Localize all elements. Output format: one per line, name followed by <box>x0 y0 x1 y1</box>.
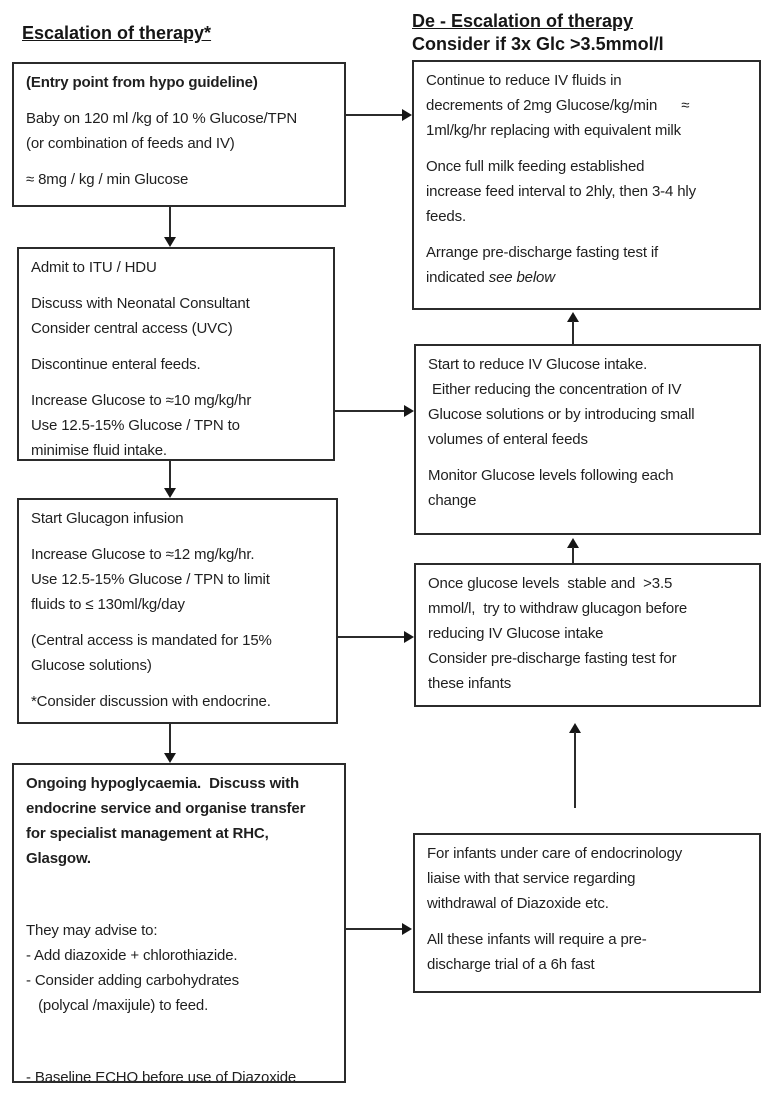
text-line: withdrawal of Diazoxide etc. <box>427 895 609 912</box>
withdraw-glucagon-box: Once glucose levels stable and >3.5 mmol/… <box>414 563 761 707</box>
text-line: Consider central access (UVC) <box>31 320 233 337</box>
text-line: feeds. <box>426 208 466 225</box>
text-line: Ongoing hypoglycaemia. Discuss with <box>26 775 299 792</box>
escalation-heading-text: Escalation of therapy* <box>22 23 212 43</box>
paragraph: Ongoing hypoglycaemia. Discuss with endoc… <box>26 771 334 871</box>
text-line: mmol/l, try to withdraw glucagon before <box>428 600 688 617</box>
text-line: (polycal /maxijule) to feed. <box>26 997 209 1014</box>
text-line: - Consider adding carbohydrates <box>26 972 239 989</box>
paragraph: Arrange pre-discharge fasting test if ind… <box>426 240 749 290</box>
paragraph: For infants under care of endocrinology l… <box>427 841 749 916</box>
text-line <box>26 882 334 907</box>
text-line: Baby on 120 ml /kg of 10 % Glucose/TPN <box>26 110 298 127</box>
text-line: Glasgow. <box>26 850 91 867</box>
text-line: Monitor Glucose levels following each <box>428 467 674 484</box>
text-line: Start Glucagon infusion <box>31 510 184 527</box>
paragraph: Start to reduce IV Glucose intake. Eithe… <box>428 352 749 452</box>
escalation-heading: Escalation of therapy* <box>22 22 211 45</box>
text-line: Glucose solutions or by introducing smal… <box>428 406 695 423</box>
entry-point-box: (Entry point from hypo guideline) Baby on… <box>12 62 346 207</box>
endocrinology-withdrawal-box: For infants under care of endocrinology l… <box>413 833 761 993</box>
text-line: All these infants will require a pre- <box>427 931 647 948</box>
paragraph: Once full milk feeding established increa… <box>426 154 749 229</box>
text-line: Admit to ITU / HDU <box>31 259 157 276</box>
paragraph: Admit to ITU / HDU <box>31 255 323 280</box>
text-line: increase feed interval to 2hly, then 3-4… <box>426 183 696 200</box>
text-line: Continue to reduce IV fluids in <box>426 72 622 89</box>
text-line: Increase Glucose to ≈12 mg/kg/hr. <box>31 546 255 563</box>
paragraph: (Central access is mandated for 15% Gluco… <box>31 628 326 678</box>
text-line: fluids to ≤ 130ml/kg/day <box>31 596 185 613</box>
text-line: 1ml/kg/hr replacing with equivalent milk <box>426 122 681 139</box>
paragraph: - Baseline ECHO before use of Diazoxide <box>26 1065 334 1083</box>
paragraph <box>26 1029 334 1054</box>
paragraph: ≈ 8mg / kg / min Glucose <box>26 167 334 192</box>
de-escalation-heading-line1: De - Escalation of therapy <box>412 11 634 31</box>
text-line: Once glucose levels stable and >3.5 <box>428 575 673 592</box>
admit-itu-box: Admit to ITU / HDU Discuss with Neonatal … <box>17 247 335 461</box>
text-line: for specialist management at RHC, <box>26 825 269 842</box>
reduce-iv-glucose-box: Start to reduce IV Glucose intake. Eithe… <box>414 344 761 535</box>
text-line: these infants <box>428 675 512 692</box>
paragraph: Start Glucagon infusion <box>31 506 326 531</box>
text-line: Start to reduce IV Glucose intake. <box>428 356 648 373</box>
text-line: Discuss with Neonatal Consultant <box>31 295 250 312</box>
reduce-iv-fluids-box: Continue to reduce IV fluids in decrement… <box>412 60 761 310</box>
paragraph: Monitor Glucose levels following each cha… <box>428 463 749 513</box>
text-line: discharge trial of a 6h fast <box>427 956 595 973</box>
text-line: Glucose solutions) <box>31 657 152 674</box>
text-line: ≈ 8mg / kg / min Glucose <box>26 171 189 188</box>
de-escalation-heading-line2: Consider if 3x Glc >3.5mmol/l <box>412 34 664 54</box>
text-line: (Central access is mandated for 15% <box>31 632 272 649</box>
paragraph: Continue to reduce IV fluids in decrement… <box>426 68 749 143</box>
paragraph: Discontinue enteral feeds. <box>31 352 323 377</box>
text-line: change <box>428 492 477 509</box>
text-line: (Entry point from hypo guideline) <box>26 74 258 91</box>
paragraph: Once glucose levels stable and >3.5 mmol/… <box>428 571 749 696</box>
text-line: For infants under care of endocrinology <box>427 845 683 862</box>
text-line: Arrange pre-discharge fasting test if <box>426 244 659 261</box>
text-line: liaise with that service regarding <box>427 870 636 887</box>
text-line: Consider pre-discharge fasting test for <box>428 650 677 667</box>
text-line: Once full milk feeding established <box>426 158 645 175</box>
paragraph: *Consider discussion with endocrine. <box>31 689 326 714</box>
text-line: minimise fluid intake. <box>31 442 167 459</box>
text-line: decrements of 2mg Glucose/kg/min ≈ <box>426 97 690 114</box>
transfer-rhc-box: Ongoing hypoglycaemia. Discuss with endoc… <box>12 763 346 1083</box>
text-line: endocrine service and organise transfer <box>26 800 306 817</box>
paragraph: Baby on 120 ml /kg of 10 % Glucose/TPN (o… <box>26 106 334 156</box>
paragraph <box>26 882 334 907</box>
text-line: Either reducing the concentration of IV <box>428 381 682 398</box>
paragraph: (Entry point from hypo guideline) <box>26 70 334 95</box>
paragraph: They may advise to: - Add diazoxide + chl… <box>26 918 334 1018</box>
text-line: - Add diazoxide + chlorothiazide. <box>26 947 238 964</box>
text-line: Use 12.5-15% Glucose / TPN to limit <box>31 571 270 588</box>
text-line: Increase Glucose to ≈10 mg/kg/hr <box>31 392 252 409</box>
text-line: indicated see below <box>426 269 555 286</box>
text-line: - Baseline ECHO before use of Diazoxide <box>26 1069 297 1083</box>
text-line: *Consider discussion with endocrine. <box>31 693 271 710</box>
text-line: Use 12.5-15% Glucose / TPN to <box>31 417 240 434</box>
text-line: reducing IV Glucose intake <box>428 625 604 642</box>
text-line <box>26 1029 334 1054</box>
paragraph: All these infants will require a pre-dis… <box>427 927 749 977</box>
text-line: Discontinue enteral feeds. <box>31 356 201 373</box>
paragraph: Increase Glucose to ≈12 mg/kg/hr. Use 12.… <box>31 542 326 617</box>
text-line: volumes of enteral feeds <box>428 431 588 448</box>
text-line: (or combination of feeds and IV) <box>26 135 235 152</box>
de-escalation-heading: De - Escalation of therapy Consider if 3… <box>412 10 664 56</box>
text-line: They may advise to: <box>26 922 158 939</box>
